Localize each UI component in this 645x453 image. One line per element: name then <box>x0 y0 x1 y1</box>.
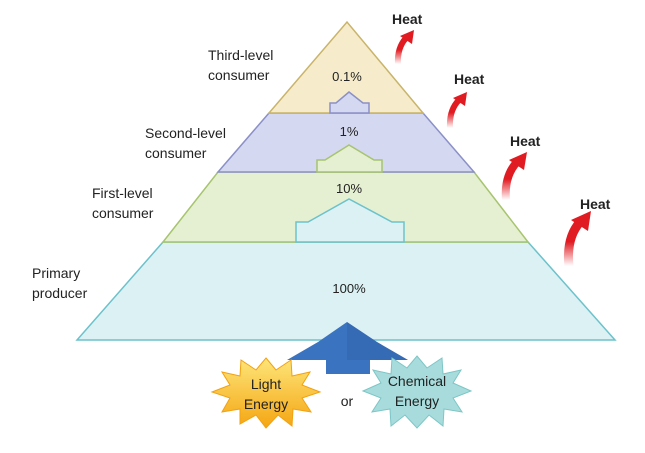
heat-arrow-second-level <box>446 92 467 131</box>
label-first-level-line2: consumer <box>92 205 154 221</box>
heat-label-second-level: Heat <box>454 71 485 87</box>
up-arrow-first-to-second <box>316 144 383 173</box>
light-energy-label-line2: Energy <box>244 396 288 412</box>
light-energy-burst <box>210 357 322 429</box>
percent-first-level: 10% <box>336 181 362 196</box>
percent-second-level: 1% <box>340 124 359 139</box>
percent-primary-producer: 100% <box>332 281 366 296</box>
up-arrow-primary-to-first <box>295 198 405 243</box>
light-energy-label-line1: Light <box>251 376 281 392</box>
label-third-level-line2: consumer <box>208 67 270 83</box>
or-label: or <box>341 393 354 409</box>
heat-arrow-first-level <box>501 152 527 204</box>
label-primary-producer-line1: Primary <box>32 265 80 281</box>
chemical-energy-label-line1: Chemical <box>388 373 446 389</box>
percent-third-level: 0.1% <box>332 69 362 84</box>
chemical-energy-burst <box>361 355 473 429</box>
heat-arrow-third-level <box>394 30 414 67</box>
label-second-level-line2: consumer <box>145 145 207 161</box>
heat-arrow-primary-producer <box>564 211 591 271</box>
label-third-level-line1: Third-level <box>208 47 273 63</box>
up-arrow-second-to-third <box>329 91 370 114</box>
chemical-energy-label-line2: Energy <box>395 393 439 409</box>
label-primary-producer-line2: producer <box>32 285 88 301</box>
heat-label-primary-producer: Heat <box>580 196 611 212</box>
heat-label-first-level: Heat <box>510 133 541 149</box>
label-second-level-line1: Second-level <box>145 125 226 141</box>
input-energy-arrow-highlight <box>347 322 408 360</box>
label-first-level-line1: First-level <box>92 185 153 201</box>
heat-label-third-level: Heat <box>392 11 423 27</box>
